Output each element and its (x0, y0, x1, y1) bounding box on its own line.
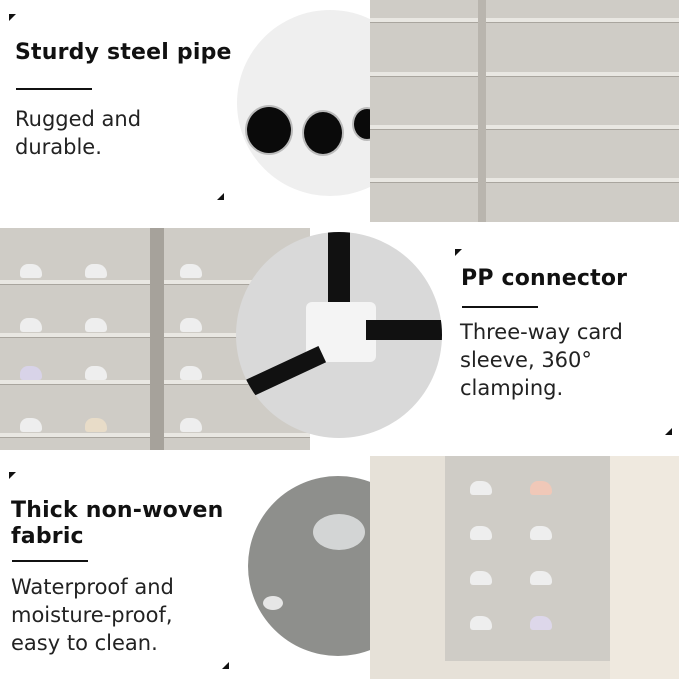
corner-mark (665, 428, 672, 435)
corner-mark (217, 193, 224, 200)
corner-mark (455, 249, 462, 256)
description-line: easy to clean. (11, 631, 158, 655)
divider (16, 88, 92, 90)
description-line: durable. (15, 135, 102, 159)
section-description: Rugged and durable. (15, 105, 141, 161)
description-line: clamping. (460, 376, 564, 400)
section-title-fabric: Thick non-woven fabric (11, 498, 223, 550)
shoe-rack-top-image (370, 0, 679, 222)
shoe-rack-side-image (370, 456, 679, 679)
description-line: Waterproof and (11, 575, 174, 599)
description-line: moisture-proof, (11, 603, 173, 627)
corner-mark (9, 472, 16, 479)
corner-mark (222, 662, 229, 669)
corner-mark (9, 14, 16, 21)
title-line: fabric (11, 524, 84, 549)
section-description: Waterproof and moisture-proof, easy to c… (11, 573, 174, 657)
description-line: Three-way card (460, 320, 623, 344)
divider (462, 306, 538, 308)
description-line: Rugged and (15, 107, 142, 131)
section-title-pp-connector: PP connector (461, 266, 628, 291)
description-line: sleeve, 360° (460, 348, 592, 372)
pp-connector-closeup-image (236, 232, 442, 438)
section-description: Three-way card sleeve, 360° clamping. (460, 318, 623, 402)
divider (12, 560, 88, 562)
section-title-steel-pipe: Sturdy steel pipe (15, 40, 232, 65)
shoe-rack-filled-image (0, 228, 310, 450)
title-line: Thick non-woven (11, 498, 224, 523)
